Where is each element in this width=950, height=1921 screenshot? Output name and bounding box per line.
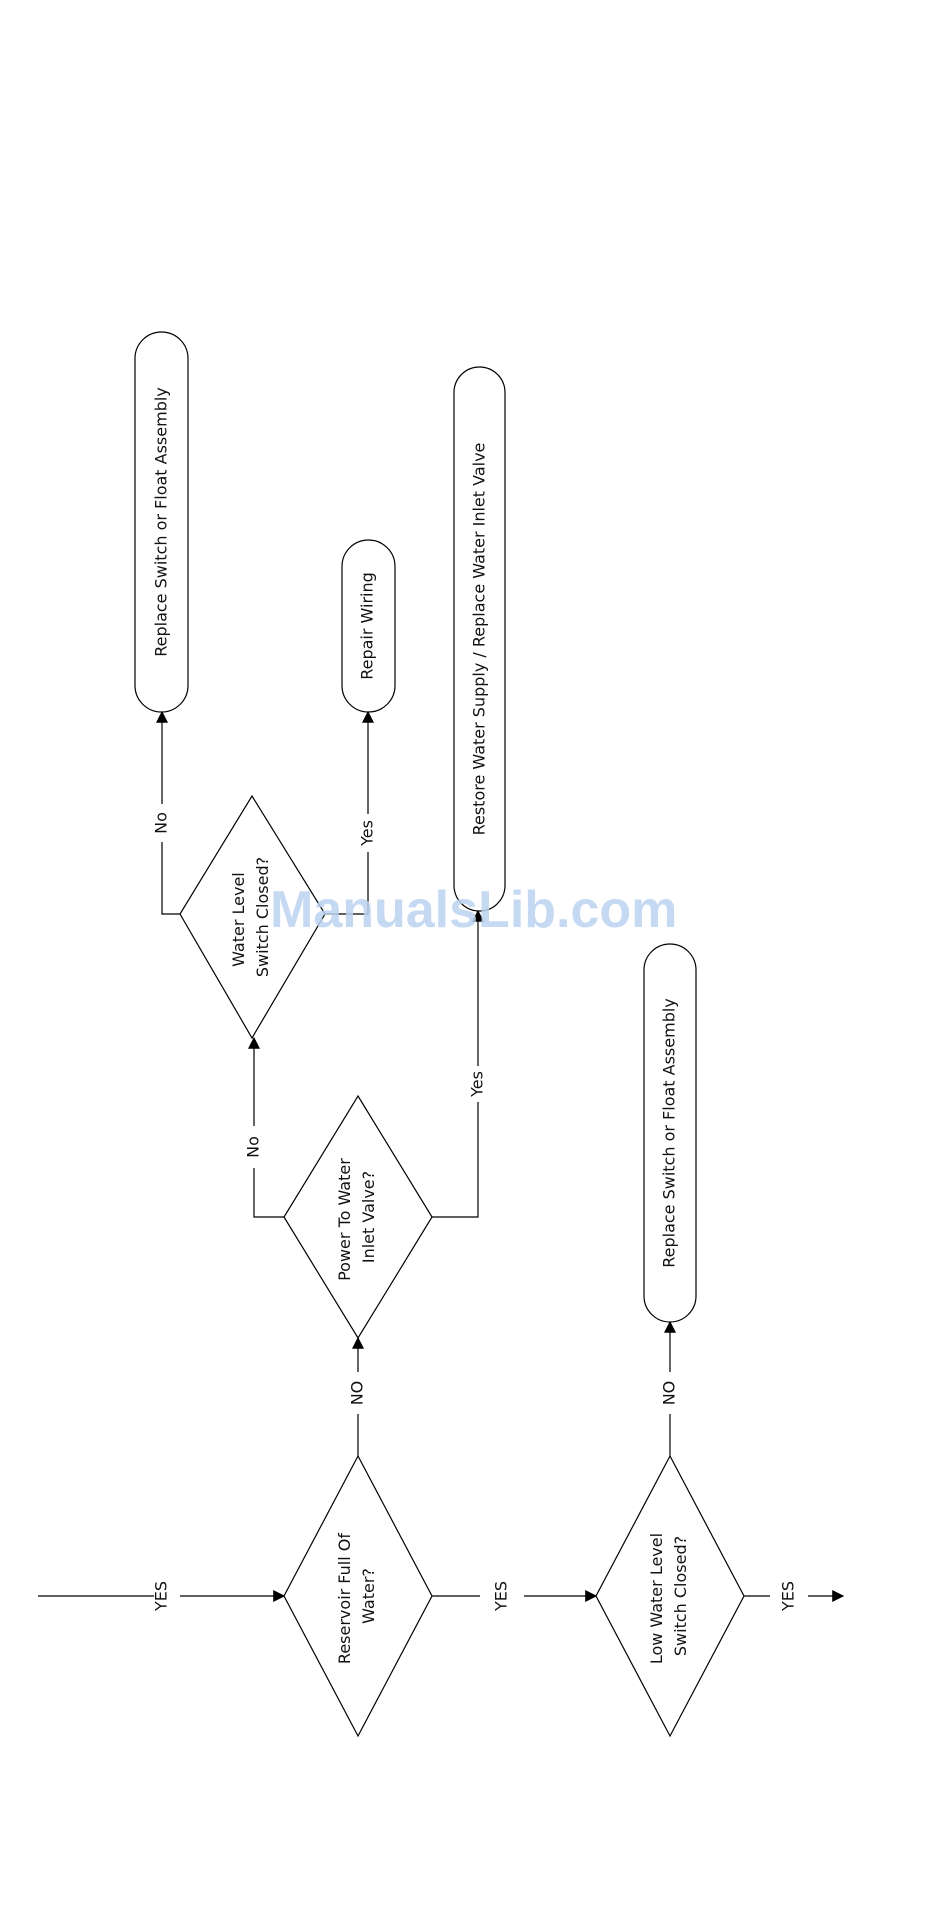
edge-power-yes (432, 1102, 478, 1217)
power-to-valve-line1: Power To Water (335, 1158, 354, 1281)
decision-power-to-valve (284, 1096, 432, 1338)
edge-label-low-yes: YES (779, 1581, 798, 1612)
edge-label-entry-yes: YES (152, 1581, 171, 1612)
reservoir-full-line2: Water? (359, 1568, 378, 1624)
edge-wl-no (162, 842, 180, 914)
replace-switch-top-label: Replace Switch or Float Assembly (152, 387, 171, 657)
decision-low-water-switch (596, 1456, 744, 1736)
repair-wiring-label: Repair Wiring (358, 572, 377, 680)
watermark: ManualsLib.com (270, 880, 677, 940)
decision-reservoir-full (284, 1456, 432, 1736)
edge-label-power-yes: Yes (468, 1071, 487, 1098)
edge-label-wl-no: No (152, 812, 171, 834)
edge-power-no (254, 1168, 284, 1217)
power-to-valve-line2: Inlet Valve? (359, 1171, 378, 1263)
replace-switch-bottom-label: Replace Switch or Float Assembly (660, 998, 679, 1268)
edge-label-reservoir-no: NO (348, 1381, 367, 1406)
edge-label-power-no: No (244, 1136, 263, 1158)
restore-water-label: Restore Water Supply / Replace Water Inl… (470, 443, 489, 836)
edge-label-reservoir-yes: YES (492, 1581, 511, 1612)
edge-label-wl-yes: Yes (358, 820, 377, 847)
low-water-switch-line2: Switch Closed? (671, 1536, 690, 1656)
water-level-switch-line1: Water Level (229, 872, 248, 967)
reservoir-full-line1: Reservoir Full Of (335, 1533, 354, 1664)
low-water-switch-line1: Low Water Level (647, 1533, 666, 1664)
edge-label-low-no: NO (660, 1381, 679, 1406)
